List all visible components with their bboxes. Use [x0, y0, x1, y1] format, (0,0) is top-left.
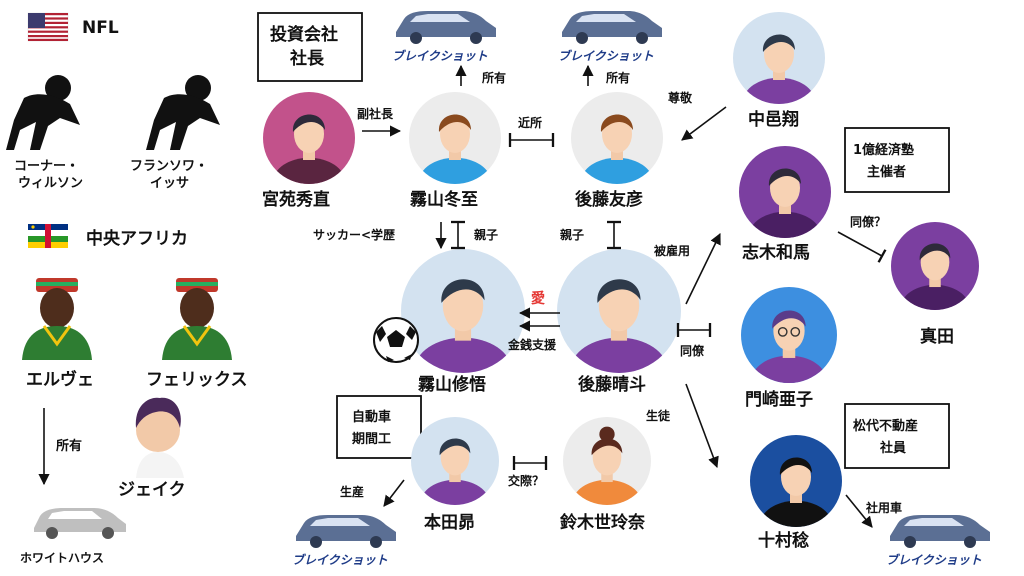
student-label: 生徒	[646, 408, 671, 423]
car-produced-by-honda-icon: ブレイクショット	[292, 515, 396, 567]
owns-car-label-2: 所有	[606, 70, 630, 85]
car-owned-by-kiriyama-toushi-icon: ブレイクショット	[392, 11, 496, 63]
investment-company-box	[257, 12, 363, 82]
economics-school-label: 1億経済塾 主催者	[853, 142, 919, 180]
name-suzuki: 鈴木世玲奈	[560, 512, 646, 533]
avatar-kadosaki	[741, 287, 837, 383]
company-car-arrow	[845, 494, 873, 528]
soccer-ball-icon	[373, 317, 419, 363]
name-goto-haruto: 後藤晴斗	[578, 374, 646, 395]
breakshot-car-label: ブレイクショット	[886, 553, 982, 567]
money-support-label: 金銭支援	[507, 337, 557, 352]
central-africa-flag-icon	[28, 224, 68, 248]
jake-name: ジェイク	[118, 480, 186, 500]
investment-company-label: 投資会社 社長	[270, 24, 344, 69]
jake-avatar-icon	[135, 397, 184, 478]
white-car-icon	[34, 508, 126, 539]
african-name-herve: エルヴェ	[26, 369, 94, 390]
car-company-car-tomura-icon: ブレイクショット	[886, 515, 990, 567]
real-estate-box	[844, 403, 950, 469]
nfl-label: NFL	[82, 18, 119, 38]
real-estate-label: 松代不動産 社員	[853, 418, 923, 456]
factory-worker-label: 自動車 期間工	[352, 409, 396, 447]
avatar-goto-haruto	[557, 249, 681, 373]
white-house-car-label: ホワイトハウス	[20, 551, 104, 565]
parent-child-label-1: 親子	[474, 227, 498, 242]
avatar-suzuki	[563, 417, 651, 505]
avatar-nakamura	[733, 12, 825, 104]
car-owned-by-goto-tomohiko-icon: ブレイクショット	[558, 11, 662, 63]
football-player-silhouette-icon	[146, 75, 220, 150]
name-nakamura: 中邑翔	[748, 109, 799, 130]
vice-president-label: 副社長	[357, 106, 394, 121]
neighbor-label: 近所	[518, 115, 542, 130]
name-shiki: 志木和馬	[742, 242, 810, 263]
owns-label: 所有	[56, 438, 82, 454]
produce-label: 生産	[340, 484, 364, 499]
employed-arrow	[685, 232, 721, 305]
name-sanada: 真田	[920, 326, 954, 347]
company-car-label: 社用車	[865, 500, 902, 515]
avatar-shiki	[739, 146, 831, 238]
name-kiriyama-shugo: 霧山修悟	[418, 374, 486, 395]
produce-arrow	[383, 479, 405, 507]
soccer-education-label: サッカー<学歴	[313, 227, 395, 242]
parent-child-label-2: 親子	[560, 227, 584, 242]
african-man-avatar-icon	[162, 278, 232, 360]
name-miyazono: 宮苑秀直	[262, 189, 330, 210]
colleague-label: 同僚	[680, 343, 705, 358]
name-honda: 本田昴	[424, 512, 475, 533]
football-player-silhouette-icon	[6, 75, 80, 150]
african-name-felix: フェリックス	[146, 370, 248, 390]
student-arrow	[685, 383, 719, 469]
respect-label: 尊敬	[668, 90, 693, 105]
avatar-kiriyama-toushi	[409, 92, 501, 184]
respect-arrow	[681, 106, 727, 141]
player-name-wilson: コーナー・ ウィルソン	[14, 159, 84, 191]
colleague-question-label: 同僚？	[850, 214, 886, 229]
name-tomura: 十村稔	[758, 530, 809, 551]
dating-question-label: 交際？	[508, 473, 544, 488]
name-kiriyama-toushi: 霧山冬至	[410, 189, 478, 210]
economics-school-box	[844, 127, 950, 193]
breakshot-car-label: ブレイクショット	[558, 49, 654, 63]
name-kadosaki: 門崎亜子	[745, 389, 813, 410]
usa-flag-icon	[27, 12, 69, 42]
african-man-avatar-icon	[22, 278, 92, 360]
breakshot-car-label: ブレイクショット	[392, 49, 488, 63]
name-goto-tomohiko: 後藤友彦	[575, 189, 643, 210]
avatar-sanada	[891, 222, 979, 310]
love-label: 愛	[531, 290, 545, 307]
avatar-honda	[411, 417, 499, 505]
colleague-question-line	[837, 231, 887, 263]
factory-worker-box	[336, 395, 422, 459]
breakshot-car-label: ブレイクショット	[292, 553, 388, 567]
employed-label: 被雇用	[654, 243, 690, 258]
player-name-issa: フランソワ・ イッサ	[130, 159, 213, 191]
central-africa-label: 中央アフリカ	[86, 228, 188, 249]
avatar-goto-tomohiko	[571, 92, 663, 184]
avatar-tomura	[750, 435, 842, 527]
owns-car-label-1: 所有	[482, 70, 506, 85]
avatar-kiriyama-shugo	[401, 249, 525, 373]
avatar-miyazono	[263, 92, 355, 184]
